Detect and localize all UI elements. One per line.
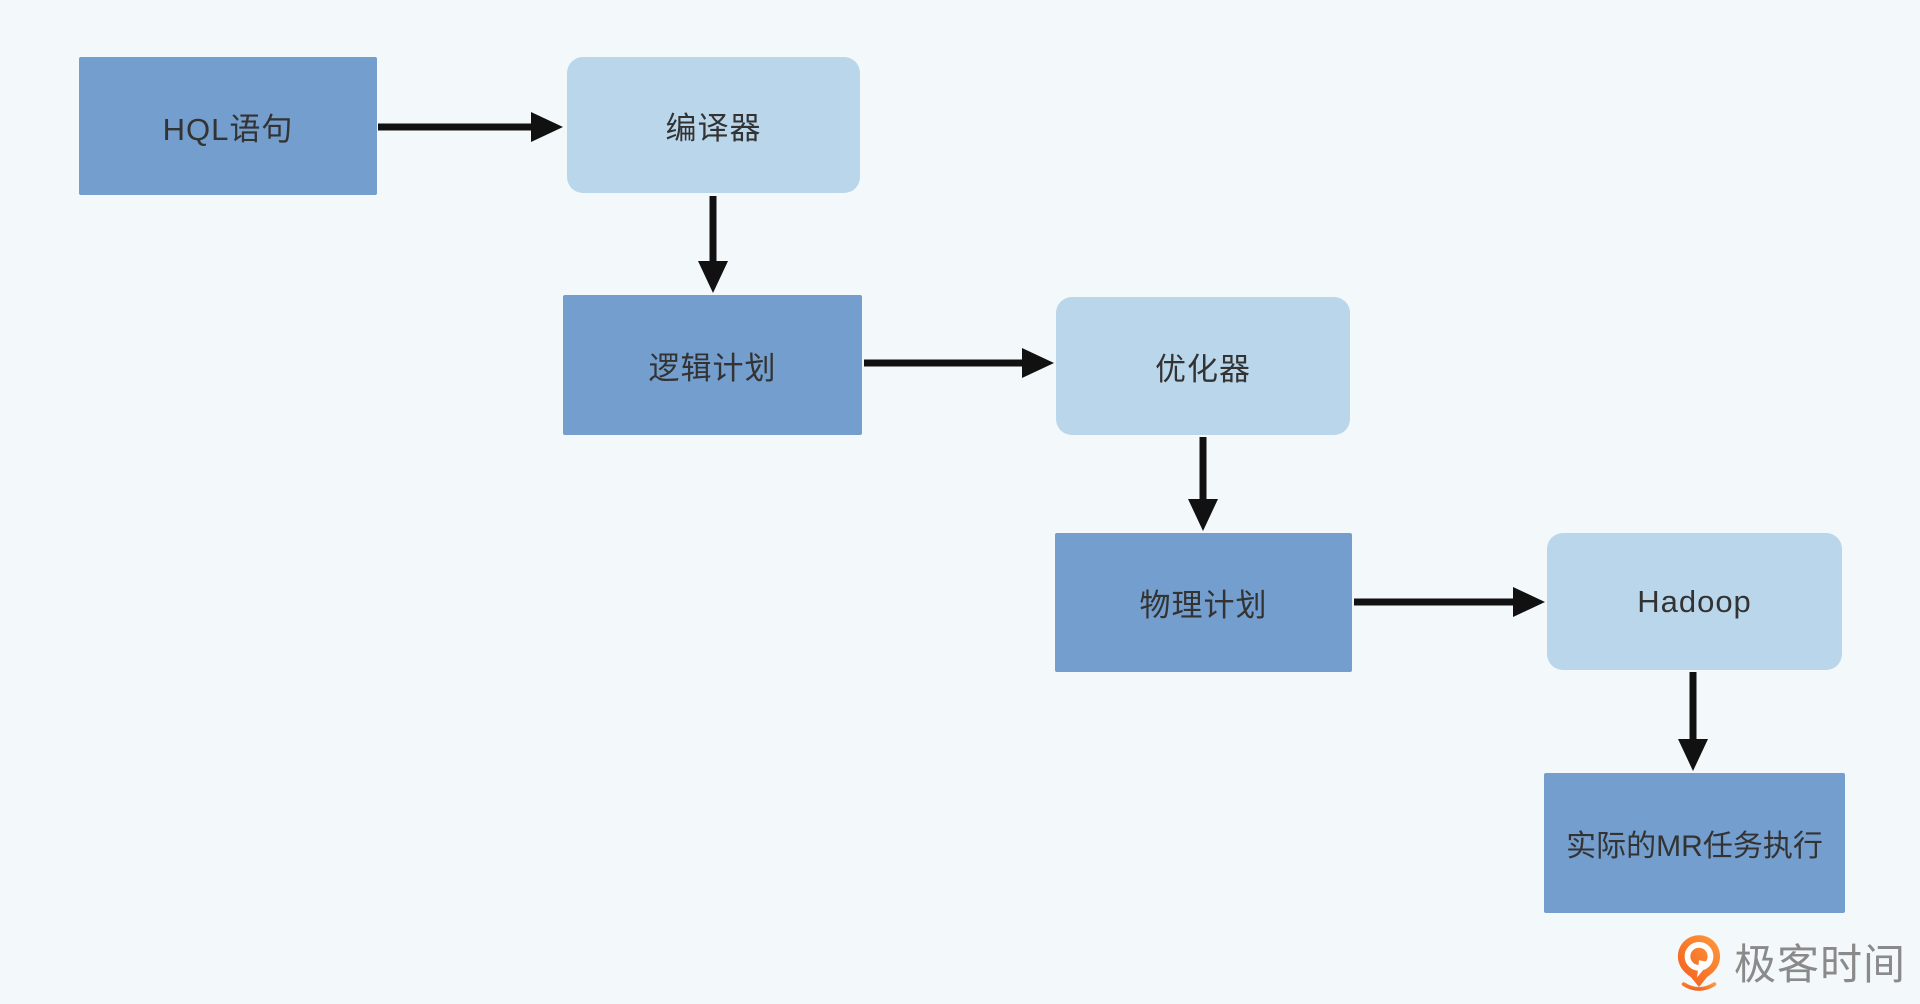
arrow-hadoop-to-mr-execution [1678, 672, 1708, 771]
geektime-logo-icon [1677, 935, 1721, 991]
node-logical-plan: 逻辑计划 [563, 295, 862, 435]
arrow-logical-plan-to-optimizer [864, 348, 1054, 378]
node-hadoop: Hadoop [1547, 533, 1842, 670]
arrow-compiler-to-logical-plan [698, 196, 728, 293]
brand-logo: 极客时间 [1676, 934, 1906, 996]
node-hql: HQL语句 [79, 57, 377, 195]
brand-name: 极客时间 [1734, 941, 1907, 988]
node-optimizer: 优化器 [1056, 297, 1350, 435]
arrow-optimizer-to-physical-plan [1188, 437, 1218, 531]
node-mr-execution: 实际的MR任务执行 [1544, 773, 1845, 913]
node-compiler: 编译器 [567, 57, 860, 193]
arrow-hql-to-compiler [378, 112, 563, 142]
node-physical-plan: 物理计划 [1055, 533, 1352, 672]
arrow-physical-plan-to-hadoop [1354, 587, 1545, 617]
